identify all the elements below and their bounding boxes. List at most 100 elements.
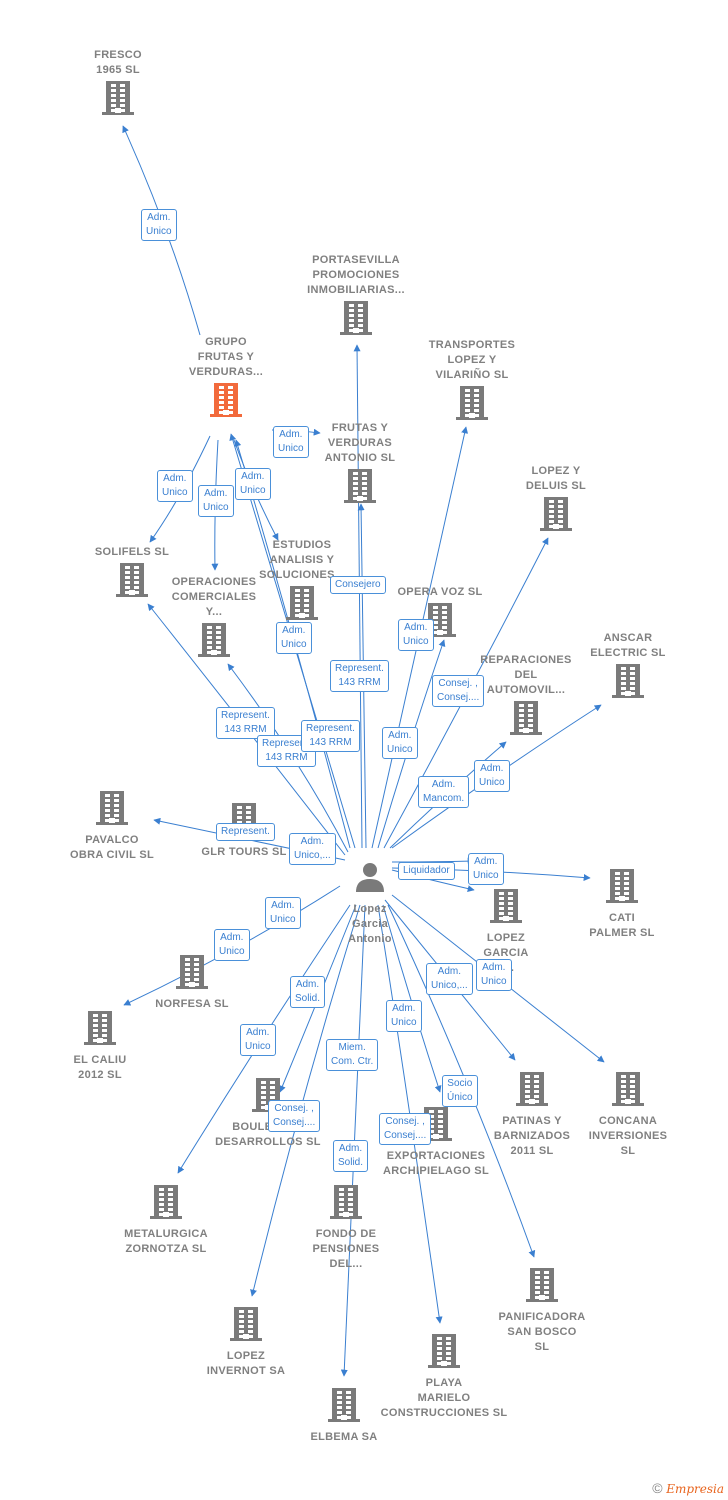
building-icon <box>486 494 626 539</box>
edge-28 <box>377 904 443 1324</box>
edge-label-27: Miem.Com. Ctr. <box>326 1039 379 1071</box>
edge-label-0: Adm.Unico <box>141 209 177 241</box>
building-icon <box>62 560 202 605</box>
node-norfesa[interactable]: NORFESA SL <box>122 952 262 1012</box>
footer-brand[interactable]: © Empresia <box>652 1480 724 1496</box>
edge-label-15: Adm.Mancom. <box>418 776 470 808</box>
node-label: NORFESA SL <box>155 998 229 1010</box>
edge-label-1: Adm.Unico <box>157 470 193 502</box>
building-icon <box>232 583 372 628</box>
edge-25 <box>382 904 442 1093</box>
person-icon <box>300 857 440 902</box>
building-icon <box>176 1304 316 1349</box>
edge-label-14: Adm.Unico <box>474 760 510 792</box>
building-icon <box>96 1182 236 1227</box>
edge-label-31: Adm.Solid. <box>333 1140 369 1172</box>
edge-label-25: Adm.Unico <box>386 1000 422 1032</box>
edge-label-23: Adm.Unico <box>476 959 512 991</box>
edge-label-26: Adm.Unico <box>240 1024 276 1056</box>
node-label: ELBEMA SA <box>310 1431 378 1443</box>
edge-label-13: Adm.Unico <box>382 727 418 759</box>
edge-label-18: Liquidador <box>398 862 455 880</box>
node-elbema[interactable]: ELBEMA SA <box>274 1385 414 1445</box>
node-opera-voz[interactable]: OPERA VOZ SL <box>370 585 510 645</box>
edge-label-10: Represent.143 RRM <box>216 707 275 739</box>
building-icon <box>276 1182 416 1227</box>
building-icon <box>30 1008 170 1053</box>
edge-7 <box>353 344 363 849</box>
edge-label-16: Represent. <box>216 823 275 841</box>
building-icon <box>366 1104 506 1149</box>
edge-label-21: Adm.Unico <box>214 929 250 961</box>
building-icon <box>156 380 296 425</box>
building-icon <box>456 698 596 743</box>
building-icon <box>286 298 426 343</box>
building-icon <box>290 466 430 511</box>
building-icon <box>370 600 510 645</box>
building-icon <box>42 788 182 833</box>
building-icon <box>48 78 188 123</box>
building-icon <box>402 383 542 428</box>
node-label: OPERA VOZ SL <box>397 586 483 598</box>
empresia-logo: Empresia <box>666 1482 724 1496</box>
building-icon <box>462 1069 602 1114</box>
edge-label-24: Adm.Solid. <box>290 976 326 1008</box>
edge-label-17: Adm.Unico,... <box>289 833 336 865</box>
edge-label-22: Adm.Unico,... <box>426 963 473 995</box>
edge-label-9: Consej. ,Consej.... <box>432 675 485 707</box>
edge-label-19: Adm.Unico <box>468 853 504 885</box>
building-icon <box>558 1069 698 1114</box>
building-icon <box>436 886 576 931</box>
building-icon <box>472 1265 612 1310</box>
node-label: GLR TOURS SL <box>201 846 287 858</box>
building-icon <box>374 1331 514 1376</box>
edge-label-8: Represent.143 RRM <box>330 660 389 692</box>
edge-label-30: Consej. ,Consej.... <box>379 1113 432 1145</box>
edge-label-4: Adm.Unico <box>273 426 309 458</box>
edge-label-3: Adm.Unico <box>235 468 271 500</box>
node-solifels[interactable]: SOLIFELS SL <box>62 545 202 605</box>
edge-label-6: Adm.Unico <box>398 619 434 651</box>
edge-label-29: Consej. ,Consej.... <box>268 1100 321 1132</box>
building-icon <box>552 866 692 911</box>
